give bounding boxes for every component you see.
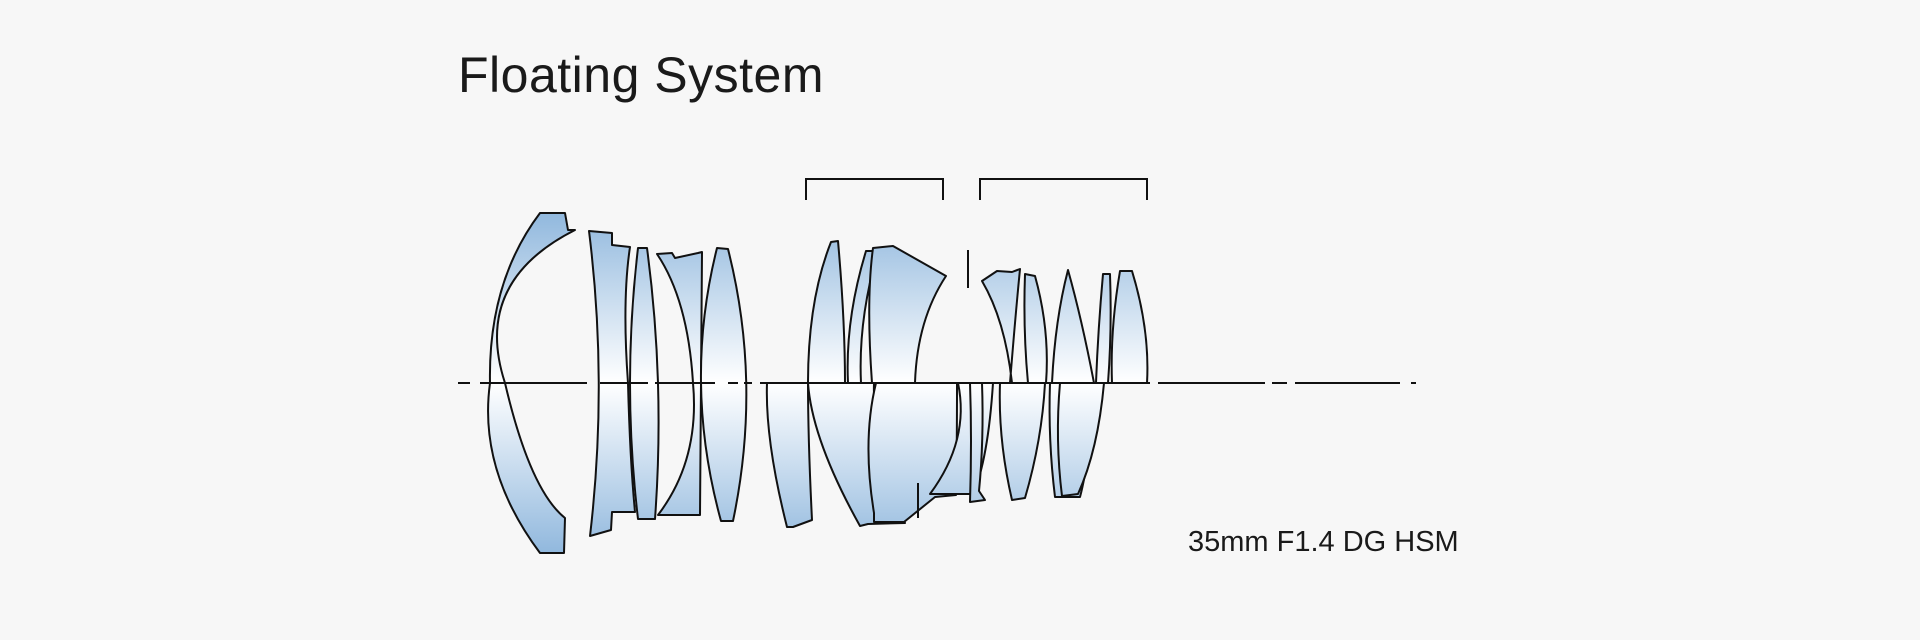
- lens-element-16: [998, 382, 1046, 501]
- lens-element-21: [1056, 382, 1105, 497]
- diagram-title: Floating System: [458, 47, 824, 103]
- floating-group-bracket-2: [979, 178, 1148, 200]
- lens-element-11: [867, 382, 958, 523]
- lens-model-label: 35mm F1.4 DG HSM: [1188, 526, 1459, 558]
- lens-element-15: [1023, 273, 1048, 384]
- lens-element-7: [765, 382, 813, 528]
- lens-element-14: [981, 268, 1021, 384]
- lens-element-10: [868, 245, 947, 384]
- lens-element-20: [1110, 270, 1149, 384]
- lens-element-6: [807, 240, 846, 384]
- lens-element-13: [969, 382, 986, 503]
- lens-element-19: [1095, 273, 1112, 384]
- lens-element-17: [1051, 269, 1095, 384]
- lens-element-4: [656, 251, 703, 516]
- lens-element-5: [699, 247, 748, 522]
- lens-element-1: [487, 212, 576, 554]
- floating-group-bracket-1: [805, 178, 944, 200]
- aperture-stop: [917, 250, 969, 518]
